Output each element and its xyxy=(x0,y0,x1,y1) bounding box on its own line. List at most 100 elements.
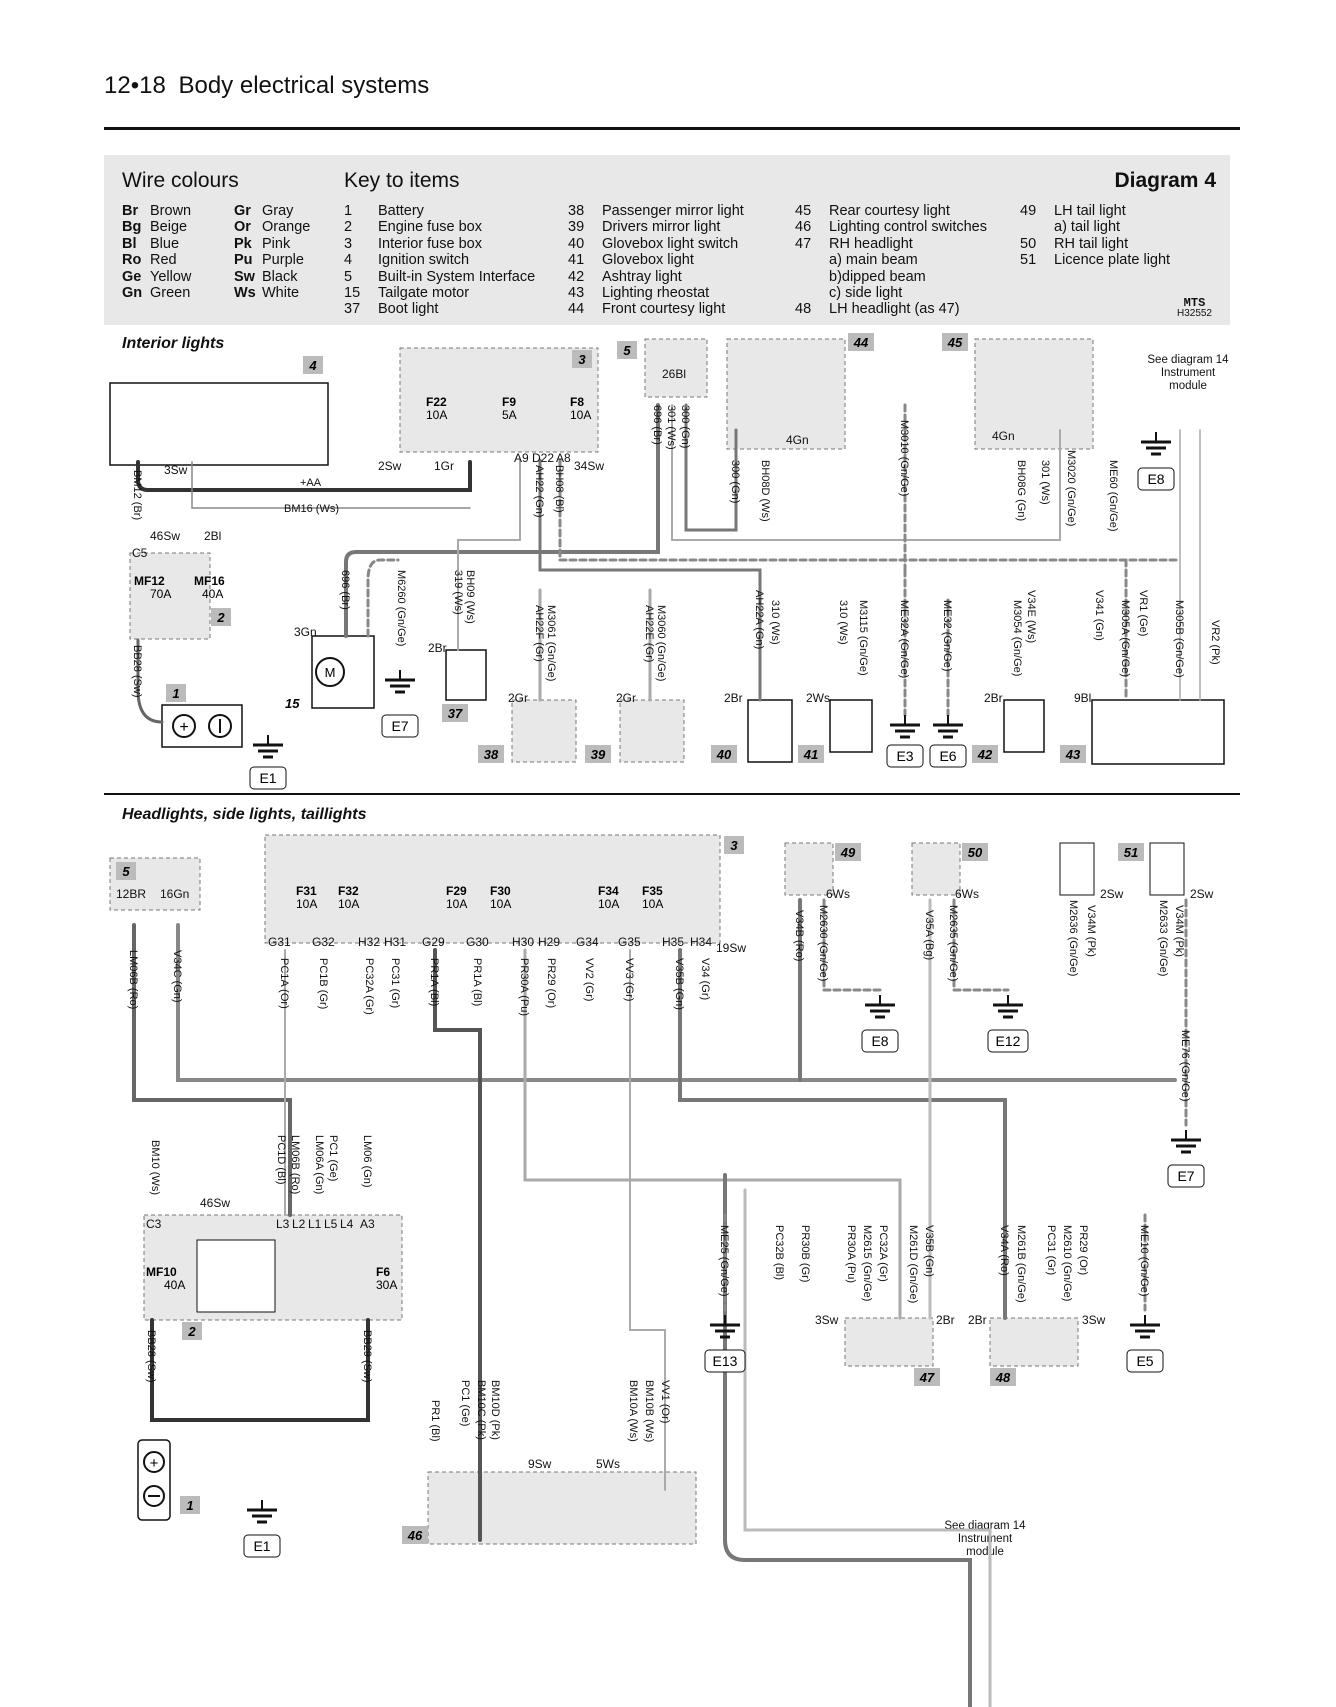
key-item-number: 4 xyxy=(344,252,353,269)
pin-label: 2Br xyxy=(428,641,447,655)
fuse-mf10: MF10 xyxy=(146,1265,177,1279)
ground-e12-bottom xyxy=(991,993,1025,1019)
tag-43: 43 xyxy=(1065,747,1081,762)
tag-1-bottom: 1 xyxy=(186,1498,193,1513)
ground-label-box xyxy=(886,744,924,768)
tag-bg xyxy=(962,843,988,861)
wire-label: LM06B (Ro) xyxy=(127,950,139,1009)
colour-code: Br xyxy=(122,203,139,219)
tag-bg xyxy=(848,333,874,351)
ground-label-box xyxy=(249,766,287,790)
tag-bg xyxy=(478,745,504,763)
wire-label: VR1 (Ge) xyxy=(1137,590,1149,636)
wire-label: V35B (Gn) xyxy=(923,1225,935,1277)
key-item-number: 5 xyxy=(344,268,353,285)
section-divider xyxy=(104,793,1240,795)
pin-label: 12BR xyxy=(116,887,146,901)
tag-bg xyxy=(990,1368,1016,1386)
key-item-number: 50 xyxy=(1020,235,1037,252)
wire-label: VV1 (Or) xyxy=(659,1380,671,1423)
wire-m2630 xyxy=(822,898,882,992)
fuse-f31-rating: 10A xyxy=(296,897,317,911)
ground-label-box xyxy=(1167,1164,1205,1188)
ground-e5-bottom xyxy=(1128,1313,1162,1339)
pin-label: A8 xyxy=(556,451,571,465)
wire-pc32b xyxy=(723,1173,972,1707)
tag-bg xyxy=(585,745,611,763)
wire-label: M2633 (Gn/Ge) xyxy=(1157,900,1169,976)
key-item-number: 48 xyxy=(795,301,812,318)
tag-bg xyxy=(835,843,861,861)
fuse-f35: F35 xyxy=(642,884,663,898)
header-rule xyxy=(104,127,1240,130)
wire-label: ME25 (Gn/Ge) xyxy=(718,1225,730,1297)
lh-tail-light-box xyxy=(784,842,834,896)
pin-label: 9Sw xyxy=(528,1457,552,1471)
pin-label: 2Sw xyxy=(378,459,402,473)
wire-label: 300 (Gn) xyxy=(679,405,691,448)
key-item-name: Glovebox light xyxy=(602,252,694,269)
key-item-number: 43 xyxy=(568,285,585,302)
pin-label: 3Gn xyxy=(294,625,317,639)
wire-label: BH08G (Gn) xyxy=(1015,460,1027,521)
wire-label: PR30A (Pu) xyxy=(845,1225,857,1283)
tag-49: 49 xyxy=(840,845,856,860)
mts-stamp: MTS H32552 xyxy=(1177,297,1212,319)
lighting-control-switches-box xyxy=(427,1471,697,1545)
wire-label: BM12 (Br) xyxy=(131,470,143,520)
fuse-f9: F9 xyxy=(502,395,516,409)
tag-3: 3 xyxy=(578,352,586,367)
ground-e7-bottom xyxy=(1169,1128,1203,1154)
wire-label: V34A (Ro) xyxy=(998,1225,1010,1276)
key-item-name: Interior fuse box xyxy=(378,235,482,252)
wire-label: ME32A (Gn/Ge) xyxy=(898,600,910,678)
colour-code: Or xyxy=(234,219,251,236)
tag-45: 45 xyxy=(947,335,963,350)
key-item-number: 40 xyxy=(568,235,585,252)
licence-plate-light-box-2 xyxy=(1149,842,1185,896)
pin-label: 2Gr xyxy=(508,691,528,705)
ground-e5-bottom-label: E5 xyxy=(1136,1353,1153,1369)
wire-label: AH22 (Gn) xyxy=(533,465,545,518)
tag-bg xyxy=(303,356,323,374)
tag-51: 51 xyxy=(1124,845,1138,860)
rh-headlight-box xyxy=(844,1317,934,1367)
key-title: Key to items xyxy=(344,169,460,192)
pin-label: G32 xyxy=(312,935,335,949)
fuse-f29-rating: 10A xyxy=(446,897,467,911)
pin-label: L5 xyxy=(324,1217,338,1231)
wire-label: BM10 (Ws) xyxy=(149,1140,161,1195)
battery-plus-icon-bottom xyxy=(143,1451,165,1473)
wire-aa xyxy=(136,460,472,492)
colour-code: Pk xyxy=(234,235,252,252)
ground-e1: E1 xyxy=(259,770,276,786)
licence-plate-light-box-1 xyxy=(1059,842,1095,896)
tag-4: 4 xyxy=(308,358,317,373)
passenger-mirror-light-box xyxy=(511,699,577,763)
ground-label-box xyxy=(1137,467,1175,491)
wire-label: PR29 (Or) xyxy=(545,958,557,1008)
pin-label: C5 xyxy=(132,546,148,560)
pin-label: D22 xyxy=(532,451,554,465)
wire-label: M2635 (Gn/Ge) xyxy=(947,905,959,981)
fuse-mf10-rating: 40A xyxy=(164,1278,185,1292)
tag-46: 46 xyxy=(407,1528,423,1543)
page-number: 12•18 xyxy=(104,72,166,99)
tag-48: 48 xyxy=(995,1370,1011,1385)
key-item-name: Lighting control switches xyxy=(829,219,987,236)
wire-label: BH08D (Ws) xyxy=(759,460,771,522)
key-item-name: a) main beam xyxy=(829,252,918,269)
note-bottom-line: module xyxy=(966,1546,1004,1558)
pin-label: A3 xyxy=(360,1217,375,1231)
fuse-f34-rating: 10A xyxy=(598,897,619,911)
wire-bb28-top xyxy=(136,638,164,724)
wire-label: M2630 (Gn/Ge) xyxy=(817,905,829,981)
